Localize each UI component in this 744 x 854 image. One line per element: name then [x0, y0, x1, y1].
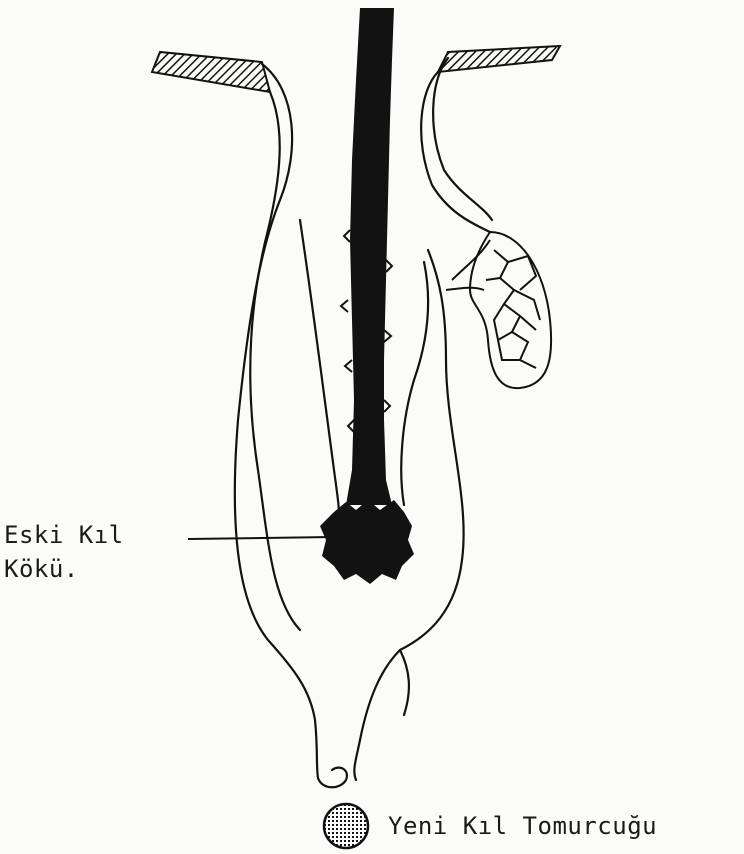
right-skin-surface	[438, 46, 560, 72]
sebaceous-gland	[446, 232, 551, 388]
old-hair-root-label: Eski Kıl Kökü.	[4, 518, 154, 586]
new-hair-bud	[324, 804, 368, 848]
old-hair-shaft	[341, 8, 394, 505]
old-hair-root	[320, 500, 414, 584]
old-root-leader-line	[188, 537, 332, 539]
old-hair-root-label-line-2: Kökü.	[4, 552, 154, 586]
old-hair-root-label-line-1: Eski Kıl	[4, 518, 154, 552]
left-skin-surface	[152, 52, 270, 92]
new-hair-bud-label: Yeni Kıl Tomurcuğu	[388, 809, 657, 843]
hair-bulb-base	[318, 768, 347, 788]
